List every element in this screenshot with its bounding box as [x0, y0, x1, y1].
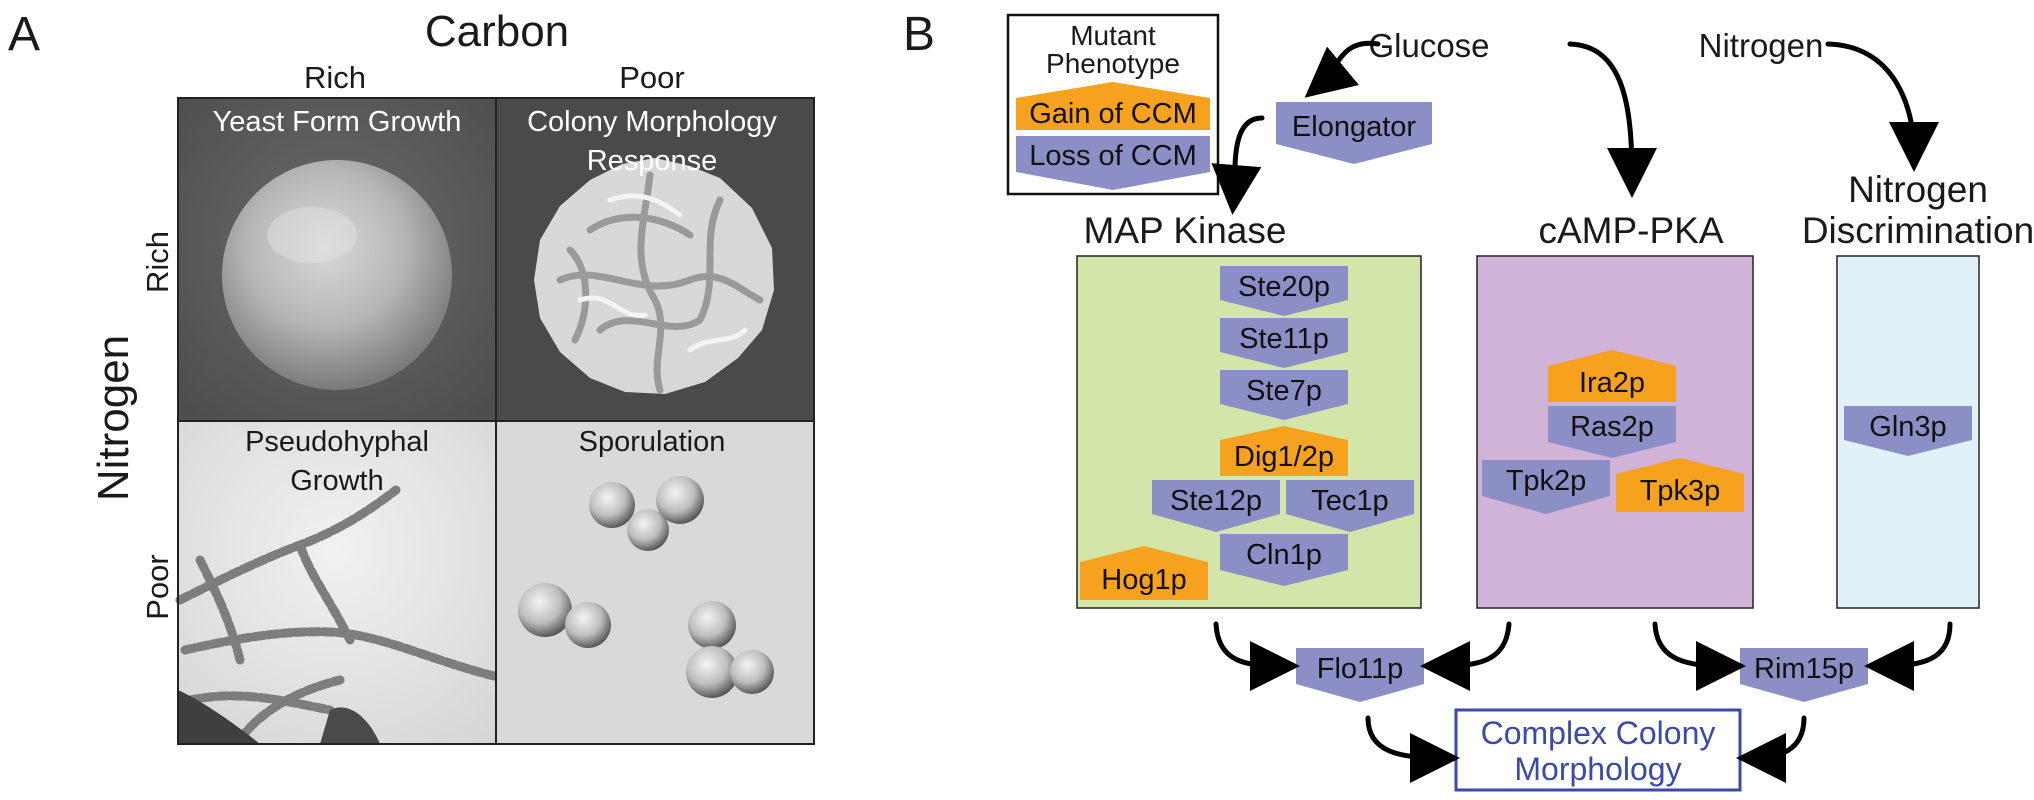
node-elongator-label: Elongator — [1292, 111, 1416, 143]
nitrogen-input-label: Nitrogen — [1699, 27, 1824, 64]
node-tpk2p-label: Tpk2p — [1506, 465, 1587, 497]
node-ste12p — [1152, 480, 1280, 532]
legend-loss-swatch — [1016, 136, 1210, 190]
node-ira2p — [1548, 350, 1676, 402]
output-ccm-label-1: Complex Colony — [1481, 715, 1716, 751]
legend-title-1: Mutant — [1070, 20, 1156, 51]
legend-gain-label: Gain of CCM — [1029, 98, 1197, 130]
micrograph-sporulation — [496, 421, 814, 744]
arrow-mapk-flo11p — [1213, 621, 1300, 691]
micrograph-yeast-form — [178, 98, 496, 421]
row-label-poor: Poor — [140, 554, 175, 619]
legend-title-2: Phenotype — [1046, 48, 1180, 79]
micrograph-pseudohyphal — [175, 421, 499, 745]
arrow-glucose-camp — [1567, 41, 1657, 198]
column-label-poor: Poor — [619, 60, 684, 95]
legend-gain-swatch — [1016, 82, 1210, 130]
node-elongator — [1276, 102, 1432, 164]
camp-pka-title: cAMP-PKA — [1538, 210, 1723, 251]
map-kinase-title: MAP Kinase — [1084, 210, 1287, 251]
arrow-nitrogen-discrimination — [1825, 41, 1939, 172]
arrow-elongator-mapk — [1211, 115, 1265, 215]
node-ste7p — [1220, 370, 1348, 420]
arrow-camp-flo11p — [1420, 621, 1512, 691]
node-ras2p-label: Ras2p — [1570, 411, 1654, 443]
arrow-flo11p-ccm — [1365, 715, 1460, 783]
node-flo11p-label: Flo11p — [1317, 653, 1404, 685]
arrow-nitro-rim15p — [1864, 621, 1953, 691]
arrow-camp-rim15p — [1652, 621, 1746, 691]
node-gln3p-label: Gln3p — [1869, 411, 1946, 443]
node-hog1p — [1080, 546, 1208, 600]
panel-b-label: B — [903, 8, 935, 61]
node-ste20p — [1220, 266, 1348, 316]
node-ira2p-label: Ira2p — [1579, 367, 1645, 399]
panel-a-label: A — [8, 8, 40, 61]
pathway-arrows — [1211, 40, 1953, 783]
nitrogen-discrimination-title-1: Nitrogen — [1848, 169, 1988, 210]
node-flo11p — [1296, 648, 1424, 702]
carbon-title: Carbon — [425, 7, 569, 56]
node-rim15p-label: Rim15p — [1754, 653, 1854, 685]
nitrogen-discrimination-title-2: Discrimination — [1802, 210, 2034, 251]
micrograph-colony-morphology — [496, 98, 814, 421]
node-rim15p — [1740, 648, 1868, 702]
node-tpk3p — [1616, 458, 1744, 512]
glucose-label: Glucose — [1368, 27, 1489, 64]
cell-label-colony-morphology-2: Response — [587, 145, 718, 177]
node-ste7p-label: Ste7p — [1246, 375, 1322, 407]
phenotype-legend: Mutant Phenotype Gain of CCM Loss of CCM — [1006, 13, 1220, 196]
arrow-glucose-elongator — [1304, 40, 1381, 98]
cell-label-pseudohyphal-2: Growth — [290, 465, 383, 497]
node-ste11p-label: Ste11p — [1239, 323, 1329, 355]
node-ras2p — [1548, 406, 1676, 458]
node-cln1p-label: Cln1p — [1246, 539, 1322, 571]
node-tec1p-label: Tec1p — [1311, 485, 1388, 517]
cell-label-yeast-form: Yeast Form Growth — [213, 106, 462, 138]
node-tpk3p-label: Tpk3p — [1640, 475, 1721, 507]
node-dig12p — [1220, 426, 1348, 476]
node-cln1p — [1220, 534, 1348, 586]
cell-label-colony-morphology-1: Colony Morphology — [527, 106, 777, 138]
output-ccm-label-2: Morphology — [1514, 751, 1681, 787]
node-gln3p — [1844, 406, 1972, 456]
column-label-rich: Rich — [304, 60, 366, 95]
node-dig12p-label: Dig1/2p — [1234, 441, 1334, 473]
node-hog1p-label: Hog1p — [1101, 564, 1186, 596]
node-ste20p-label: Ste20p — [1238, 271, 1330, 303]
output-ccm-box — [1454, 708, 1742, 792]
node-tpk2p — [1482, 460, 1610, 514]
node-tec1p — [1286, 480, 1414, 532]
node-ste11p — [1220, 318, 1348, 368]
cell-label-pseudohyphal-1: Pseudohyphal — [245, 426, 429, 458]
nitrogen-title: Nitrogen — [89, 335, 138, 501]
row-label-rich: Rich — [140, 231, 175, 293]
node-ste12p-label: Ste12p — [1170, 485, 1262, 517]
cell-label-sporulation: Sporulation — [579, 426, 726, 458]
legend-loss-label: Loss of CCM — [1029, 140, 1197, 172]
arrow-rim15p-ccm — [1736, 715, 1807, 783]
